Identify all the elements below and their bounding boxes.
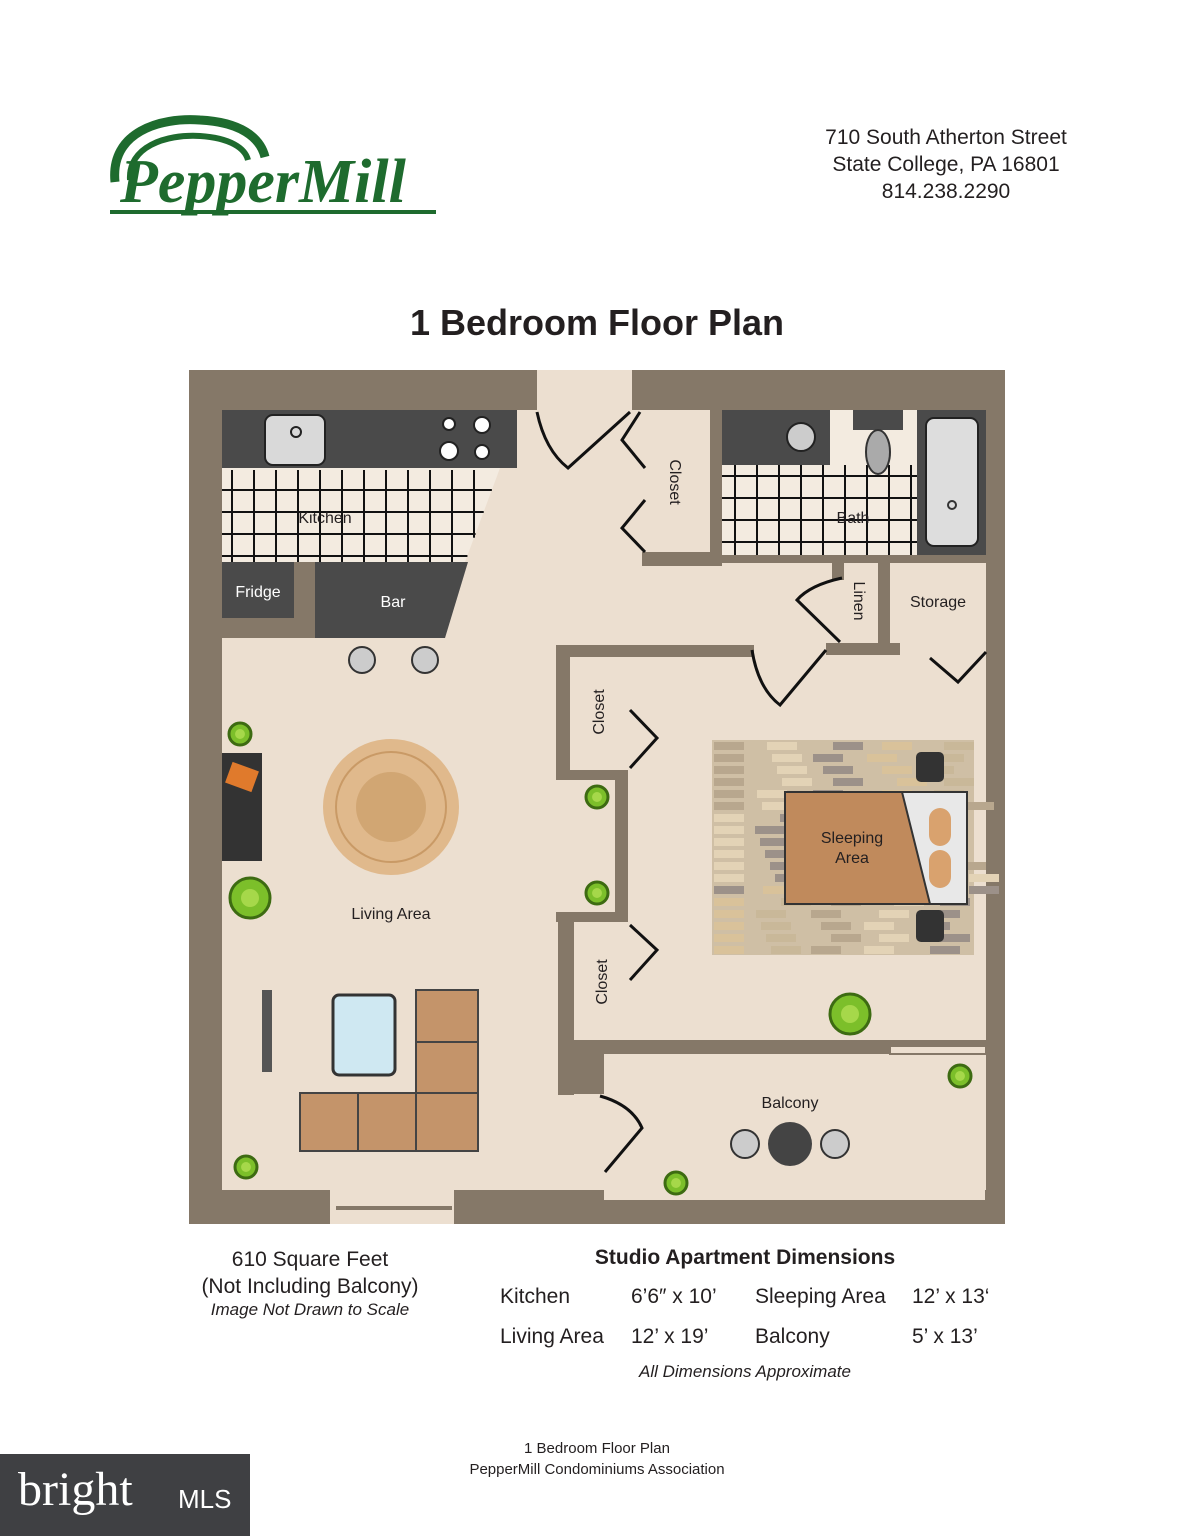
scale-note: Image Not Drawn to Scale: [210, 1300, 410, 1319]
label-bath: Bath: [837, 510, 870, 527]
dim-value: 12’ x 19’: [631, 1325, 709, 1348]
watermark-brand: bright: [18, 1463, 133, 1516]
footer-line1: 1 Bedroom Floor Plan: [524, 1440, 670, 1457]
dim-value: 6’6″ x 10’: [631, 1285, 717, 1308]
label-closet-entry: Closet: [666, 459, 683, 505]
square-footage: 610 Square Feet (Not Including Balcony) …: [170, 1246, 450, 1320]
label-closet-upper: Closet: [591, 689, 608, 735]
sqft-value: 610 Square Feet: [231, 1248, 389, 1271]
dim-value: 12’ x 13‘: [912, 1285, 990, 1308]
label-sleeping-area: Area: [835, 850, 869, 867]
svg-text:PepperMill: PepperMill: [119, 148, 407, 216]
label-balcony: Balcony: [762, 1095, 819, 1112]
dim-room: Sleeping Area: [755, 1285, 886, 1308]
label-linen: Linen: [850, 581, 867, 620]
label-storage: Storage: [910, 594, 966, 611]
dimensions-title: Studio Apartment Dimensions: [594, 1246, 896, 1269]
address-block: 710 South Atherton Street State College,…: [796, 124, 1096, 205]
label-kitchen: Kitchen: [298, 510, 351, 527]
address-line1: 710 South Atherton Street: [825, 126, 1067, 149]
label-fridge: Fridge: [235, 584, 280, 601]
address-line2: State College, PA 16801: [832, 153, 1060, 176]
label-closet-lower: Closet: [594, 959, 611, 1005]
bed: [712, 740, 999, 955]
dim-value: 5’ x 13’: [912, 1325, 978, 1348]
kitchen: [222, 410, 517, 674]
footer-line2: PepperMill Condominiums Association: [469, 1461, 725, 1478]
label-bar: Bar: [381, 594, 407, 611]
label-living: Living Area: [351, 906, 430, 923]
dim-room: Balcony: [755, 1325, 830, 1348]
page-title: 1 Bedroom Floor Plan: [409, 302, 785, 343]
entry-doorway: [537, 370, 632, 412]
watermark-suffix: MLS: [178, 1484, 232, 1514]
dimensions-footnote: All Dimensions Approximate: [639, 1362, 851, 1381]
dim-room: Kitchen: [500, 1285, 571, 1308]
dim-room: Living Area: [500, 1325, 604, 1348]
phone: 814.238.2290: [881, 180, 1011, 203]
sqft-note: (Not Including Balcony): [201, 1275, 419, 1298]
label-sleeping: Sleeping: [821, 830, 883, 847]
bright-mls-watermark: bright MLS: [0, 1454, 250, 1536]
peppermill-logo: PepperMill: [110, 115, 436, 216]
bath: [722, 410, 986, 555]
